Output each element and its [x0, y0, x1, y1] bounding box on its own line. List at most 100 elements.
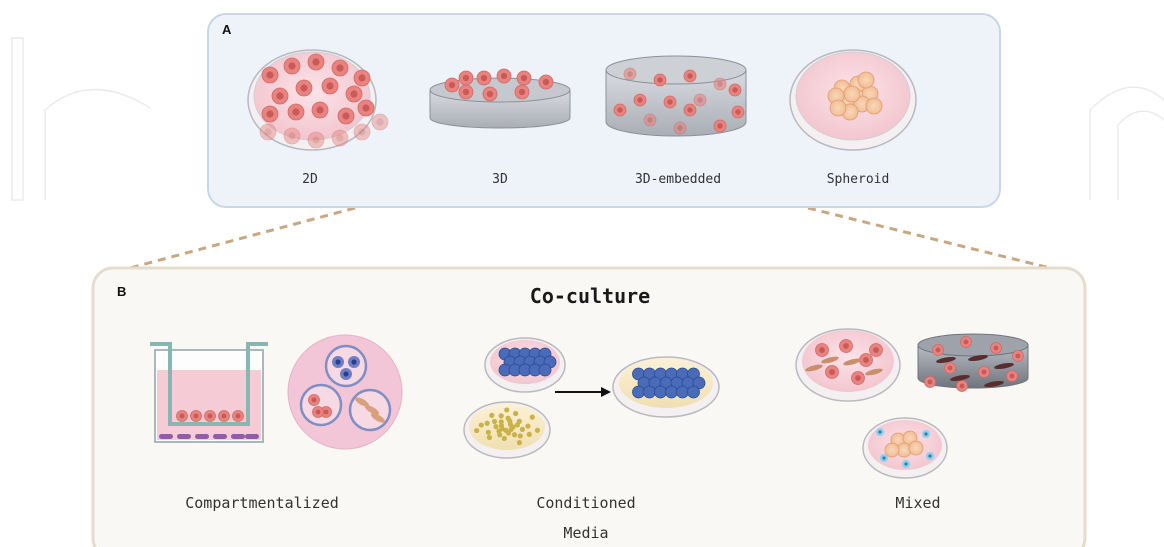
label-3d-embedded: 3D-embedded: [635, 172, 721, 187]
cell: [284, 58, 300, 74]
cell: [1007, 371, 1018, 382]
cell: [288, 104, 304, 120]
yellow-cell: [535, 428, 540, 433]
cell: [497, 69, 511, 83]
spheroid-cell: [844, 86, 860, 102]
cell: [634, 94, 646, 106]
label-spheroid: Spheroid: [827, 172, 890, 187]
cell: [870, 344, 883, 357]
cell: [614, 104, 626, 116]
cell: [483, 87, 497, 101]
label-conditioned: Conditioned: [536, 494, 635, 512]
cell: [684, 70, 696, 82]
yellow-cell: [502, 436, 507, 441]
cell: [272, 88, 288, 104]
blue-cell: [677, 386, 689, 398]
cell: [205, 411, 216, 422]
cell: [262, 106, 278, 122]
yellow-cell: [497, 432, 502, 437]
transwell-insert: [150, 344, 268, 442]
yellow-cell: [517, 419, 522, 424]
cell: [322, 78, 338, 94]
cell: [1013, 351, 1024, 362]
blue-cell: [644, 386, 656, 398]
cell: [816, 344, 829, 357]
cell: [826, 366, 839, 379]
blue-cell: [666, 386, 678, 398]
bottom-cell: [213, 434, 227, 439]
cell: [515, 85, 529, 99]
cell: [644, 114, 656, 126]
cell: [372, 114, 388, 130]
yellow-cell: [520, 427, 525, 432]
cell: [925, 377, 936, 388]
dish-yellow-cells: [464, 402, 550, 458]
cell: [852, 372, 865, 385]
cell: [684, 104, 696, 116]
cell: [840, 340, 853, 353]
connector-left: [130, 208, 355, 268]
panel-a-letter: A: [222, 22, 232, 37]
cell: [654, 74, 666, 86]
cell: [338, 108, 354, 124]
scaffold-3d: [430, 69, 570, 128]
cell: [539, 75, 553, 89]
scaffold-mixed-3d: [918, 334, 1028, 392]
cell: [262, 67, 278, 83]
spheroid-cell: [909, 441, 923, 455]
cell: [284, 128, 300, 144]
label-3d: 3D: [492, 172, 508, 187]
label-mixed: Mixed: [895, 494, 940, 512]
cell: [459, 71, 473, 85]
dish-conditioned: [613, 357, 719, 417]
cell: [732, 106, 744, 118]
cell: [233, 411, 244, 422]
panel-a: A 2D 3D 3D-embedded Spheroid: [208, 14, 1000, 207]
scaffold-3d-embedded: [606, 56, 746, 136]
bottom-cell: [195, 434, 209, 439]
yellow-cell: [513, 411, 518, 416]
spheroid-cell: [885, 443, 899, 457]
yellow-cell: [485, 421, 490, 426]
dish-blue-cells: [485, 338, 565, 392]
cell: [957, 381, 968, 392]
yellow-cell: [499, 413, 504, 418]
cell: [358, 100, 374, 116]
panel-b-letter: B: [117, 284, 126, 299]
cell: [354, 124, 370, 140]
cell: [459, 85, 473, 99]
yellow-cell: [493, 424, 498, 429]
yellow-cell: [499, 426, 504, 431]
label-compartmentalized: Compartmentalized: [185, 494, 339, 512]
connector-right: [808, 208, 1050, 268]
cell: [714, 78, 726, 90]
yellow-cell: [530, 415, 535, 420]
dish-mixed-2d: [796, 329, 900, 401]
cell: [296, 80, 312, 96]
cell: [219, 411, 230, 422]
yellow-cell: [486, 430, 491, 435]
cell: [674, 122, 686, 134]
yellow-cell: [487, 435, 492, 440]
cell: [354, 70, 370, 86]
cell: [346, 86, 362, 102]
spheroid-cell: [866, 98, 882, 114]
cell: [191, 411, 202, 422]
cell: [260, 124, 276, 140]
cell: [445, 78, 459, 92]
yellow-cell: [527, 432, 532, 437]
blue-cell-cluster-conditioned: [633, 368, 706, 398]
cell: [309, 395, 320, 406]
compartment-circle: [288, 335, 402, 449]
cell: [313, 407, 324, 418]
yellow-cell: [479, 422, 484, 427]
cell: [517, 71, 531, 85]
dish-mixed-spheroid: [863, 418, 947, 478]
spheroid-cell: [830, 100, 846, 116]
yellow-cell: [507, 419, 512, 424]
panel-b: B Co-culture: [93, 268, 1085, 547]
yellow-cell: [509, 427, 514, 432]
cell: [714, 120, 726, 132]
panel-b-title: Co-culture: [530, 284, 650, 308]
blue-cell: [539, 364, 551, 376]
